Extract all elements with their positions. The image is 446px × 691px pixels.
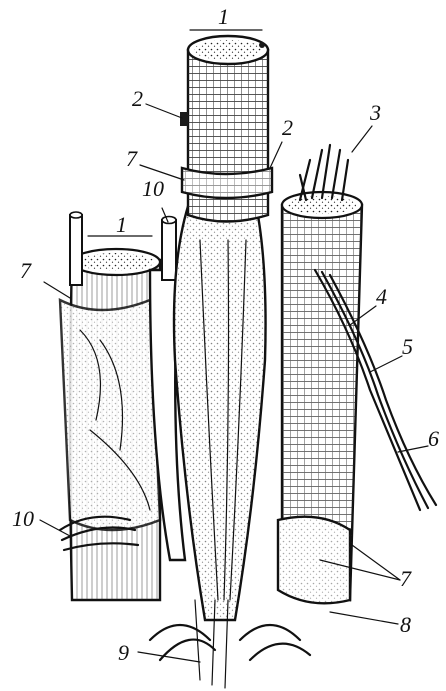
label-2-left: 2	[132, 86, 143, 111]
left-muscle-column	[60, 212, 160, 600]
label-6: 6	[428, 426, 439, 451]
label-3: 3	[369, 100, 381, 125]
label-7-left: 7	[20, 258, 32, 283]
label-7-right: 7	[400, 566, 412, 591]
label-1-top: 1	[218, 4, 229, 29]
label-2-right: 2	[282, 115, 293, 140]
label-10-left: 10	[12, 506, 34, 531]
right-muscle-column	[278, 192, 362, 603]
central-tapering-structure	[174, 200, 266, 620]
nerve-fibers	[300, 145, 348, 200]
label-9: 9	[118, 640, 129, 665]
label-4: 4	[376, 284, 387, 309]
label-5: 5	[402, 334, 413, 359]
label-10-top: 10	[142, 176, 164, 201]
central-top-cylinder	[180, 36, 272, 222]
label-1-left: 1	[116, 212, 127, 237]
label-7-top: 7	[126, 146, 138, 171]
label-8: 8	[400, 612, 411, 637]
